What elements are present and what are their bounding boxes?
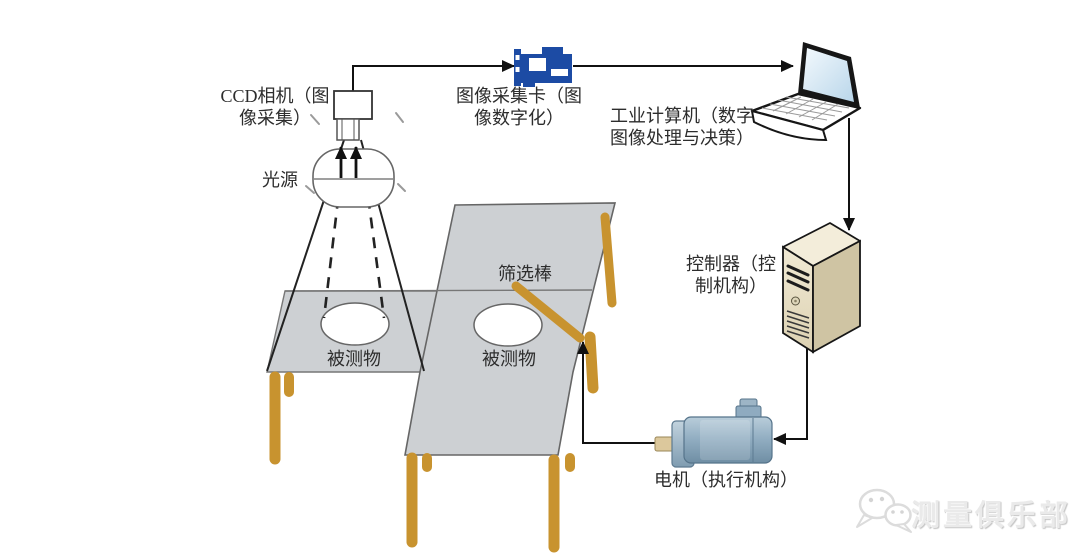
light-ray-marks [305, 112, 406, 194]
selection-rod-label: 筛选棒 [498, 264, 552, 284]
tower-vents [786, 310, 810, 339]
connector-arrows [352, 60, 855, 445]
wechat-bubbles-icon [856, 488, 912, 533]
controller-label: 控制器（控 制机构） [686, 253, 776, 297]
motor-label: 电机（执行机构） [654, 470, 798, 490]
watermark-text: 测量俱乐部 [911, 500, 1072, 532]
camera-lens [336, 118, 360, 141]
tower-drive-slots [786, 264, 810, 292]
controller-tower-icon [782, 222, 861, 354]
light-source-label: 光源 [262, 170, 298, 190]
label-line: 图像采集卡（图 [456, 86, 582, 106]
label-line: 制机构） [695, 276, 767, 296]
label-line: 图像处理与决策） [610, 128, 754, 148]
label-line: CCD相机（图 [220, 86, 330, 106]
camera-label: CCD相机（图 像采集） [220, 85, 329, 129]
computer-label: 工业计算机（数字 图像处理与决策） [610, 105, 754, 149]
measured-object-left [320, 302, 390, 346]
selection-rod [511, 281, 585, 343]
laptop-icon [750, 42, 862, 142]
label-line: 像采集） [238, 108, 311, 128]
capture-card-icon [514, 47, 572, 87]
ccd-camera-icon [333, 90, 373, 141]
motor-icon [654, 398, 773, 468]
measured-object-left-label: 被测物 [327, 349, 381, 369]
label-line: 控制器（控 [686, 254, 776, 274]
motor-body [683, 416, 773, 464]
reflected-light-arrows [335, 146, 362, 178]
table-legs [269, 212, 617, 553]
table-fold-line [284, 289, 593, 292]
label-line: 工业计算机（数字 [610, 106, 754, 126]
capture-card-label: 图像采集卡（图 像数字化） [456, 85, 582, 129]
label-line: 像数字化） [474, 108, 564, 128]
measured-object-right [473, 303, 543, 347]
light-source-icon [305, 112, 406, 208]
measured-object-right-label: 被测物 [482, 349, 536, 369]
keyboard-lines [761, 96, 850, 121]
